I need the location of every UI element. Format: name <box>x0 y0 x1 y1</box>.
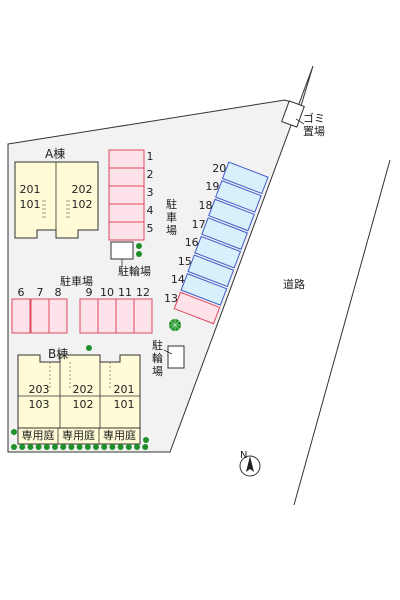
tree-icon-3 <box>35 444 42 450</box>
private-garden-2: 専用庭 <box>62 429 95 442</box>
bicycle-area-b <box>167 345 185 369</box>
parking-number-10: 10 <box>100 286 114 299</box>
parking-number-15: 15 <box>177 254 192 268</box>
parking-space-8 <box>48 298 68 334</box>
bicycle-label: 駐輪場 <box>118 265 151 278</box>
bicycle-label-vertical: 駐輪場 <box>152 339 163 378</box>
parking-space-1 <box>108 149 145 169</box>
parking-space-20 <box>221 161 269 195</box>
tree-icon-18 <box>143 437 149 443</box>
parking-space-14 <box>180 273 228 306</box>
unit-b-103: 103 <box>28 398 50 411</box>
garbage-label: ゴミ置場 <box>303 112 325 138</box>
private-garden-1: 専用庭 <box>21 429 55 442</box>
parking-number-2: 2 <box>146 168 154 181</box>
parking-space-11 <box>115 298 135 334</box>
north-arrow-icon <box>239 455 261 477</box>
tree-icon-11 <box>101 444 108 450</box>
tree-icon-16 <box>142 444 149 450</box>
tree-icon-8 <box>76 444 83 450</box>
tree-icon-0 <box>11 444 17 450</box>
road-label: 道路 <box>283 278 305 291</box>
parking-number-6: 6 <box>17 286 25 299</box>
parking-bottom-group <box>11 298 153 334</box>
private-garden-3: 専用庭 <box>103 429 136 442</box>
tree-icon-5 <box>52 444 58 450</box>
parking-number-20: 20 <box>212 161 227 175</box>
parking-space-16 <box>194 235 242 269</box>
parking-number-19: 19 <box>205 180 220 194</box>
unit-b-102: 102 <box>72 398 94 411</box>
parking-space-3 <box>108 185 145 205</box>
bicycle-area-a <box>110 241 134 260</box>
parking-number-17: 17 <box>191 217 206 231</box>
tree-icon-20 <box>136 251 142 257</box>
parking-number-1: 1 <box>146 150 154 163</box>
parking-number-4: 4 <box>146 204 154 217</box>
parking-space-6 <box>11 298 31 334</box>
parking-space-12 <box>133 298 153 334</box>
tree-icon-19 <box>136 243 142 249</box>
parking-space-15 <box>187 254 235 288</box>
parking-space-5 <box>108 221 145 241</box>
unit-b-202: 202 <box>72 383 94 396</box>
unit-a-102: 102 <box>71 198 93 211</box>
parking-space-7 <box>30 298 50 334</box>
unit-a-202: 202 <box>71 183 93 196</box>
parking-number-11: 11 <box>118 286 132 299</box>
parking-space-17 <box>201 217 248 250</box>
tree-icon-7 <box>68 444 75 450</box>
parking-number-5: 5 <box>146 222 154 235</box>
tree-group <box>11 243 149 450</box>
tree-icon-17 <box>11 429 17 435</box>
tree-icon-15 <box>134 444 140 450</box>
tree-icon-13 <box>117 444 124 450</box>
parking-number-8: 8 <box>54 286 62 299</box>
parking-number-7: 7 <box>36 286 44 299</box>
parking-space-18 <box>208 198 255 232</box>
parking-number-13: 13 <box>164 292 178 305</box>
garbage-leader-line <box>295 118 305 125</box>
parking-space-2 <box>108 167 145 187</box>
parking-number-12: 12 <box>136 286 150 299</box>
bicycle-b-leader-line <box>163 349 173 355</box>
parking-label-vertical: 駐車場 <box>166 198 177 237</box>
unit-b-203: 203 <box>28 383 50 396</box>
parking-number-3: 3 <box>146 186 154 199</box>
tree-icon-2 <box>27 444 34 450</box>
parking-number-16: 16 <box>184 236 199 250</box>
tree-icon-10 <box>93 444 99 450</box>
building-b-label: B棟 <box>48 347 69 361</box>
parking-diagonal-group <box>173 161 269 325</box>
building-a <box>14 161 99 239</box>
tree-icon-4 <box>43 444 50 450</box>
tree-icon-6 <box>60 444 67 450</box>
parking-label: 駐車場 <box>60 275 93 288</box>
unit-b-201: 201 <box>113 383 135 396</box>
tree-icon-14 <box>125 444 132 450</box>
unit-a-101: 101 <box>19 198 41 211</box>
north-label: N <box>240 450 248 461</box>
tree-icon-1 <box>19 444 26 450</box>
parking-number-14: 14 <box>170 273 185 287</box>
parking-space-9 <box>79 298 99 334</box>
parking-number-9: 9 <box>85 286 93 299</box>
unit-a-201: 201 <box>19 183 41 196</box>
parking-space-4 <box>108 203 145 223</box>
tree-icon-12 <box>109 444 116 450</box>
road-edge-line <box>293 159 391 506</box>
parking-number-18: 18 <box>198 199 213 212</box>
tree-icon-21 <box>86 345 92 351</box>
tree-large-icon <box>169 319 181 331</box>
building-b <box>17 354 141 445</box>
parking-space-19 <box>215 180 262 213</box>
building-a-label: A棟 <box>45 147 66 161</box>
parking-space-10 <box>97 298 117 334</box>
unit-b-101: 101 <box>113 398 135 411</box>
parking-space-13 <box>173 291 221 325</box>
parking-right-group <box>108 149 145 241</box>
tree-icon-9 <box>84 444 91 450</box>
